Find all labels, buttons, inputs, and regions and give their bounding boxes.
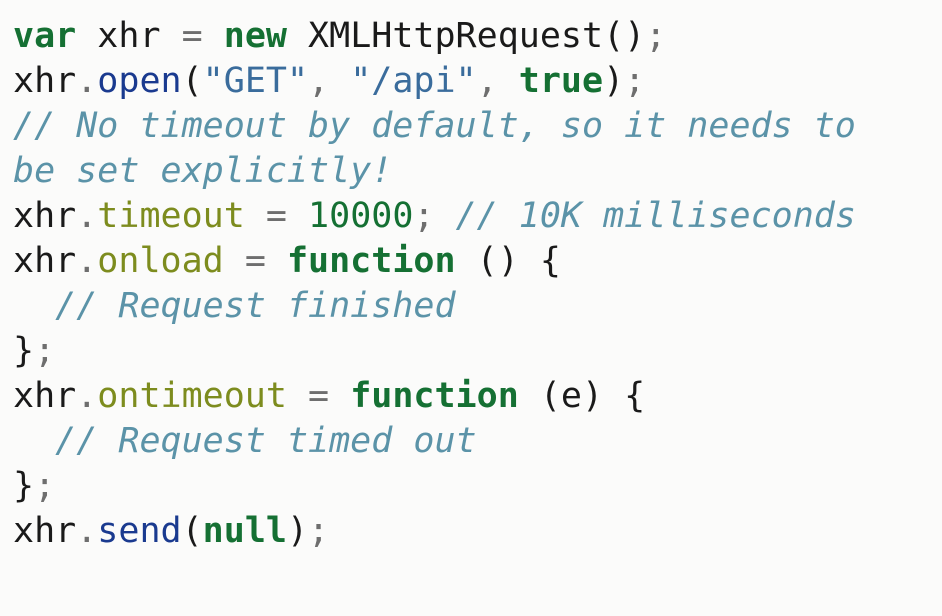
token-plain xyxy=(519,376,540,416)
token-comment: // No timeout by default, so it needs to xyxy=(13,106,856,146)
code-line-11: }; xyxy=(13,464,942,509)
token-bracket: } xyxy=(13,466,35,506)
token-punct: ; xyxy=(34,331,56,371)
token-keyword: true xyxy=(518,61,604,101)
code-line-1: var xhr = new XMLHttpRequest(); xyxy=(13,14,942,59)
code-line-9: xhr.ontimeout = function (e) { xyxy=(13,374,942,419)
token-comment: be set explicitly! xyxy=(13,151,393,191)
token-plain xyxy=(13,286,55,326)
token-plain: XMLHttpRequest xyxy=(308,16,604,56)
token-punct: ; xyxy=(645,16,667,56)
code-line-12: xhr.send(null); xyxy=(13,509,942,554)
token-punct: ; xyxy=(413,196,435,236)
token-property: onload xyxy=(97,241,224,281)
token-plain xyxy=(329,61,350,101)
token-keyword: null xyxy=(202,511,287,551)
token-keyword: function xyxy=(286,241,456,281)
token-bracket: } xyxy=(13,331,35,371)
token-bracket: { xyxy=(539,241,561,281)
token-plain xyxy=(519,241,540,281)
token-plain xyxy=(498,61,519,101)
token-punct: . xyxy=(76,61,98,101)
token-plain xyxy=(287,16,308,56)
token-punct: ; xyxy=(34,466,56,506)
token-plain: xhr xyxy=(13,376,77,416)
token-punct: = xyxy=(181,16,203,56)
code-line-10: // Request timed out xyxy=(13,419,942,464)
token-method: send xyxy=(97,511,182,551)
code-line-7: // Request finished xyxy=(13,284,942,329)
token-plain xyxy=(287,196,308,236)
token-punct: . xyxy=(76,241,98,281)
token-comment: // Request timed out xyxy=(55,421,477,461)
token-punct: = xyxy=(308,376,330,416)
token-plain: xhr xyxy=(13,511,77,551)
token-plain: xhr xyxy=(13,196,77,236)
token-property: timeout xyxy=(97,196,245,236)
token-plain xyxy=(287,376,308,416)
token-bracket: ) xyxy=(286,511,309,551)
token-bracket: ( xyxy=(181,511,203,551)
token-punct: . xyxy=(76,196,98,236)
token-plain: xhr xyxy=(97,16,161,56)
token-plain xyxy=(161,16,182,56)
code-line-2: xhr.open("GET", "/api", true); xyxy=(13,59,942,104)
token-string: "GET" xyxy=(202,61,309,101)
token-punct: , xyxy=(308,61,330,101)
token-plain xyxy=(203,16,224,56)
token-punct: . xyxy=(76,511,98,551)
token-number: 10000 xyxy=(308,196,414,236)
token-plain xyxy=(266,241,287,281)
token-keyword: function xyxy=(350,376,519,416)
token-bracket: ( xyxy=(539,376,561,416)
token-method: open xyxy=(97,61,182,101)
code-line-8: }; xyxy=(13,329,942,374)
token-plain xyxy=(245,196,266,236)
token-plain: e xyxy=(560,376,582,416)
token-plain xyxy=(603,376,624,416)
token-punct: = xyxy=(265,196,287,236)
token-plain xyxy=(434,196,455,236)
token-plain xyxy=(224,241,245,281)
token-bracket: ) xyxy=(582,376,604,416)
token-punct: ; xyxy=(624,61,646,101)
token-string: "/api" xyxy=(350,61,477,101)
code-line-6: xhr.onload = function () { xyxy=(13,239,942,284)
token-bracket: () xyxy=(603,16,646,56)
token-plain: xhr xyxy=(13,241,77,281)
token-keyword: new xyxy=(223,16,287,56)
token-plain: xhr xyxy=(13,61,77,101)
token-plain xyxy=(76,16,97,56)
token-punct: . xyxy=(76,376,98,416)
token-comment: // Request finished xyxy=(55,286,456,326)
token-plain xyxy=(13,421,55,461)
token-plain xyxy=(456,241,477,281)
token-bracket: { xyxy=(624,376,646,416)
code-line-4: be set explicitly! xyxy=(13,149,942,194)
code-line-5: xhr.timeout = 10000; // 10K milliseconds xyxy=(13,194,942,239)
token-property: ontimeout xyxy=(97,376,287,416)
token-bracket: () xyxy=(476,241,519,281)
token-punct: ; xyxy=(308,511,330,551)
token-bracket: ) xyxy=(603,61,625,101)
token-keyword: var xyxy=(13,16,77,56)
token-plain xyxy=(329,376,350,416)
token-punct: = xyxy=(244,241,266,281)
code-line-3: // No timeout by default, so it needs to xyxy=(13,104,942,149)
token-bracket: ( xyxy=(181,61,203,101)
token-punct: , xyxy=(476,61,498,101)
token-comment: // 10K milliseconds xyxy=(455,196,856,236)
